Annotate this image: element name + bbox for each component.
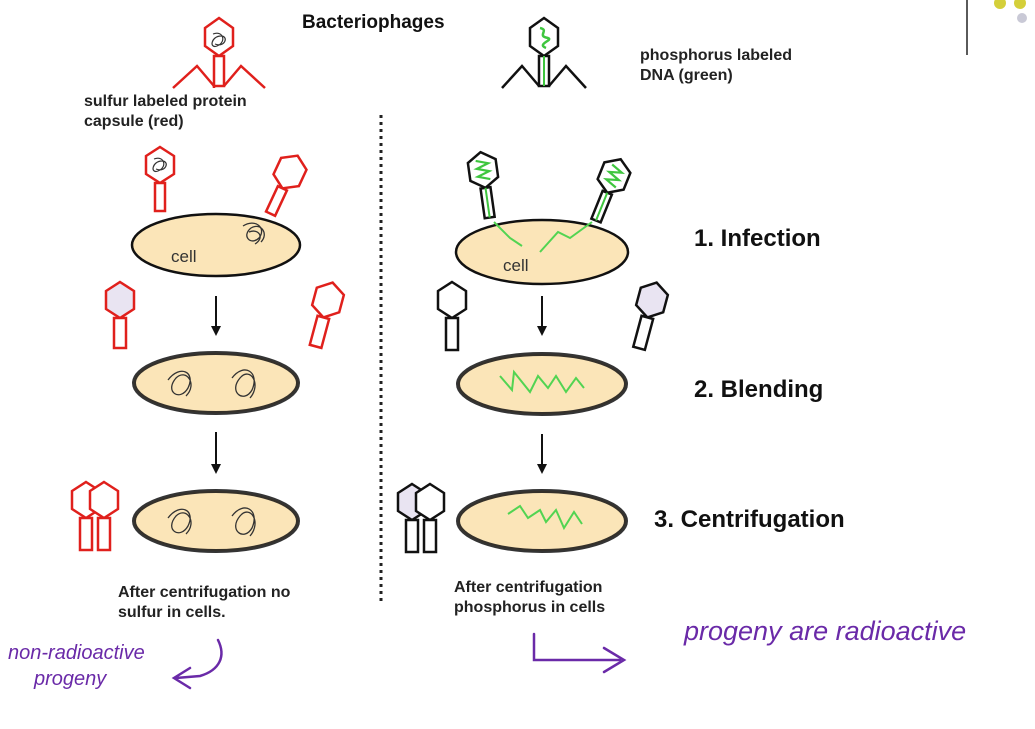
step-centrifugation: 3. Centrifugation <box>654 506 845 533</box>
right-detached-phage-2 <box>631 281 670 352</box>
right-cell-centrifugation <box>456 489 628 553</box>
left-cell-blending <box>132 351 300 415</box>
right-arrow-1 <box>537 296 547 336</box>
right-caption-line-1: After centrifugation <box>454 579 603 596</box>
left-cell-infection-dna <box>242 222 265 245</box>
left-caption: After centrifugation no sulfur in cells. <box>118 583 290 623</box>
left-detached-phage-1 <box>104 280 136 350</box>
right-cell-blending-dna <box>499 369 585 394</box>
right-caption-line-2: phosphorus in cells <box>454 599 606 616</box>
left-cell-centrifugation-dna <box>167 507 256 537</box>
left-cell-infection <box>130 212 302 278</box>
right-arrow-2 <box>537 434 547 474</box>
left-phage-label-line-1: sulfur labeled protein <box>84 93 247 110</box>
phage-dna-labeled <box>501 16 587 89</box>
left-infecting-phage-2 <box>264 154 308 218</box>
left-phage-label: sulfur labeled protein capsule (red) <box>84 92 247 132</box>
left-cell-centrifugation <box>132 489 300 553</box>
right-phage-label: phosphorus labeled DNA (green) <box>640 46 792 86</box>
right-detached-phage-1 <box>436 280 468 352</box>
left-phage-pellet <box>70 480 120 552</box>
right-caption: After centrifugation phosphorus in cells <box>454 578 605 618</box>
corner-decoration <box>966 0 1027 55</box>
right-infecting-phage-2 <box>589 157 632 225</box>
left-cell-label: cell <box>171 247 197 266</box>
handwritten-note-left-line-1: non-radioactive <box>8 642 145 664</box>
phage-protein-labeled <box>172 16 266 89</box>
right-cell-infection-dna <box>493 221 593 253</box>
handwritten-note-left: non-radioactive progeny <box>8 640 145 692</box>
right-cell-centrifugation-dna <box>507 504 583 531</box>
right-infecting-phage-1 <box>466 150 500 220</box>
diagram-title: Bacteriophages <box>302 12 445 33</box>
right-phage-label-line-1: phosphorus labeled <box>640 47 793 64</box>
step-blending: 2. Blending <box>694 376 824 403</box>
handwritten-note-left-line-2: progeny <box>34 668 107 690</box>
left-phage-label-line-2: capsule (red) <box>84 113 184 130</box>
right-cell-infection <box>454 218 630 286</box>
hand-arrow-right <box>532 632 627 674</box>
step-infection: 1. Infection <box>694 225 821 252</box>
handwritten-note-right: progeny are radioactive <box>684 616 967 646</box>
right-cell-label: cell <box>503 256 529 275</box>
right-cell-blending <box>456 352 628 416</box>
left-cell-blending-dna <box>167 369 256 399</box>
left-arrow-1 <box>211 296 221 336</box>
hand-arrow-left <box>171 638 223 690</box>
left-arrow-2 <box>211 432 221 474</box>
left-infecting-phage-1 <box>144 145 176 213</box>
left-detached-phage-2 <box>308 281 346 350</box>
left-caption-line-1: After centrifugation no <box>118 584 291 601</box>
right-phage-pellet <box>396 482 446 554</box>
left-caption-line-2: sulfur in cells. <box>118 604 226 621</box>
right-phage-label-line-2: DNA (green) <box>640 67 733 84</box>
